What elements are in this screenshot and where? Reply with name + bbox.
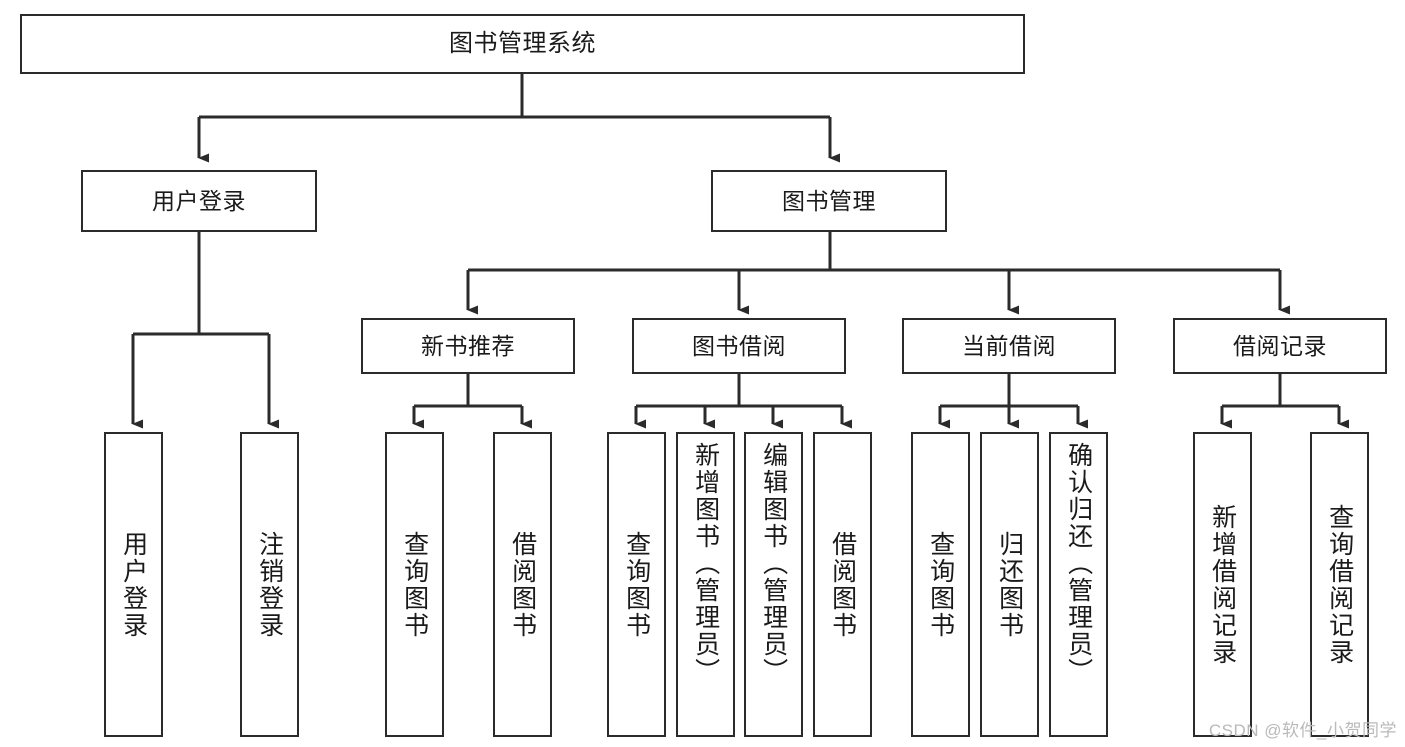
node-current-borrow[interactable]: 当前借阅	[902, 318, 1116, 374]
leaf-user-login-logout-label: 注销登录	[255, 530, 284, 639]
node-borrow-record[interactable]: 借阅记录	[1173, 318, 1387, 374]
leaf-borrow-query-book-label: 查询图书	[622, 530, 651, 639]
leaf-borrow-query-book[interactable]: 查询图书	[607, 432, 666, 737]
leaf-current-query-book[interactable]: 查询图书	[911, 432, 970, 737]
leaf-user-login-login-label: 用户登录	[119, 530, 148, 639]
csdn-watermark: CSDN @软件_小贺同学	[1208, 721, 1397, 740]
leaf-borrow-add-book-label: 新增图书（管理员）	[691, 442, 720, 685]
leaf-borrow-edit-book[interactable]: 编辑图书（管理员）	[744, 432, 803, 737]
leaf-borrow-borrow-book[interactable]: 借阅图书	[813, 432, 872, 737]
node-book-borrow[interactable]: 图书借阅	[632, 318, 846, 374]
leaf-user-login-login[interactable]: 用户登录	[104, 432, 163, 737]
leaf-current-return-book[interactable]: 归还图书	[980, 432, 1039, 737]
leaf-current-confirm-return[interactable]: 确认归还（管理员）	[1049, 432, 1108, 737]
node-root-system[interactable]: 图书管理系统	[20, 14, 1025, 74]
leaf-new-book-query[interactable]: 查询图书	[385, 432, 444, 737]
node-user-login[interactable]: 用户登录	[81, 170, 317, 232]
node-new-book-recommend[interactable]: 新书推荐	[361, 318, 575, 374]
node-borrow-record-label: 借阅记录	[1233, 332, 1327, 359]
node-user-login-label: 用户登录	[152, 187, 246, 214]
leaf-new-book-borrow-label: 借阅图书	[508, 530, 537, 639]
leaf-record-query-label: 查询借阅记录	[1325, 503, 1354, 666]
leaf-current-confirm-return-label: 确认归还（管理员）	[1064, 442, 1093, 685]
leaf-record-query[interactable]: 查询借阅记录	[1310, 432, 1369, 737]
leaf-borrow-add-book[interactable]: 新增图书（管理员）	[676, 432, 735, 737]
leaf-current-query-book-label: 查询图书	[926, 530, 955, 639]
node-current-borrow-label: 当前借阅	[962, 332, 1056, 359]
leaf-user-login-logout[interactable]: 注销登录	[240, 432, 299, 737]
leaf-record-add-label: 新增借阅记录	[1208, 503, 1237, 666]
leaf-record-add[interactable]: 新增借阅记录	[1193, 432, 1252, 737]
node-root-system-label: 图书管理系统	[449, 30, 596, 58]
node-book-management-label: 图书管理	[782, 187, 876, 214]
node-book-management[interactable]: 图书管理	[711, 170, 947, 232]
node-book-borrow-label: 图书借阅	[692, 332, 786, 359]
leaf-new-book-query-label: 查询图书	[400, 530, 429, 639]
node-new-book-recommend-label: 新书推荐	[421, 332, 515, 359]
leaf-current-return-book-label: 归还图书	[995, 530, 1024, 639]
leaf-borrow-edit-book-label: 编辑图书（管理员）	[759, 442, 788, 685]
leaf-new-book-borrow[interactable]: 借阅图书	[493, 432, 552, 737]
leaf-borrow-borrow-book-label: 借阅图书	[828, 530, 857, 639]
